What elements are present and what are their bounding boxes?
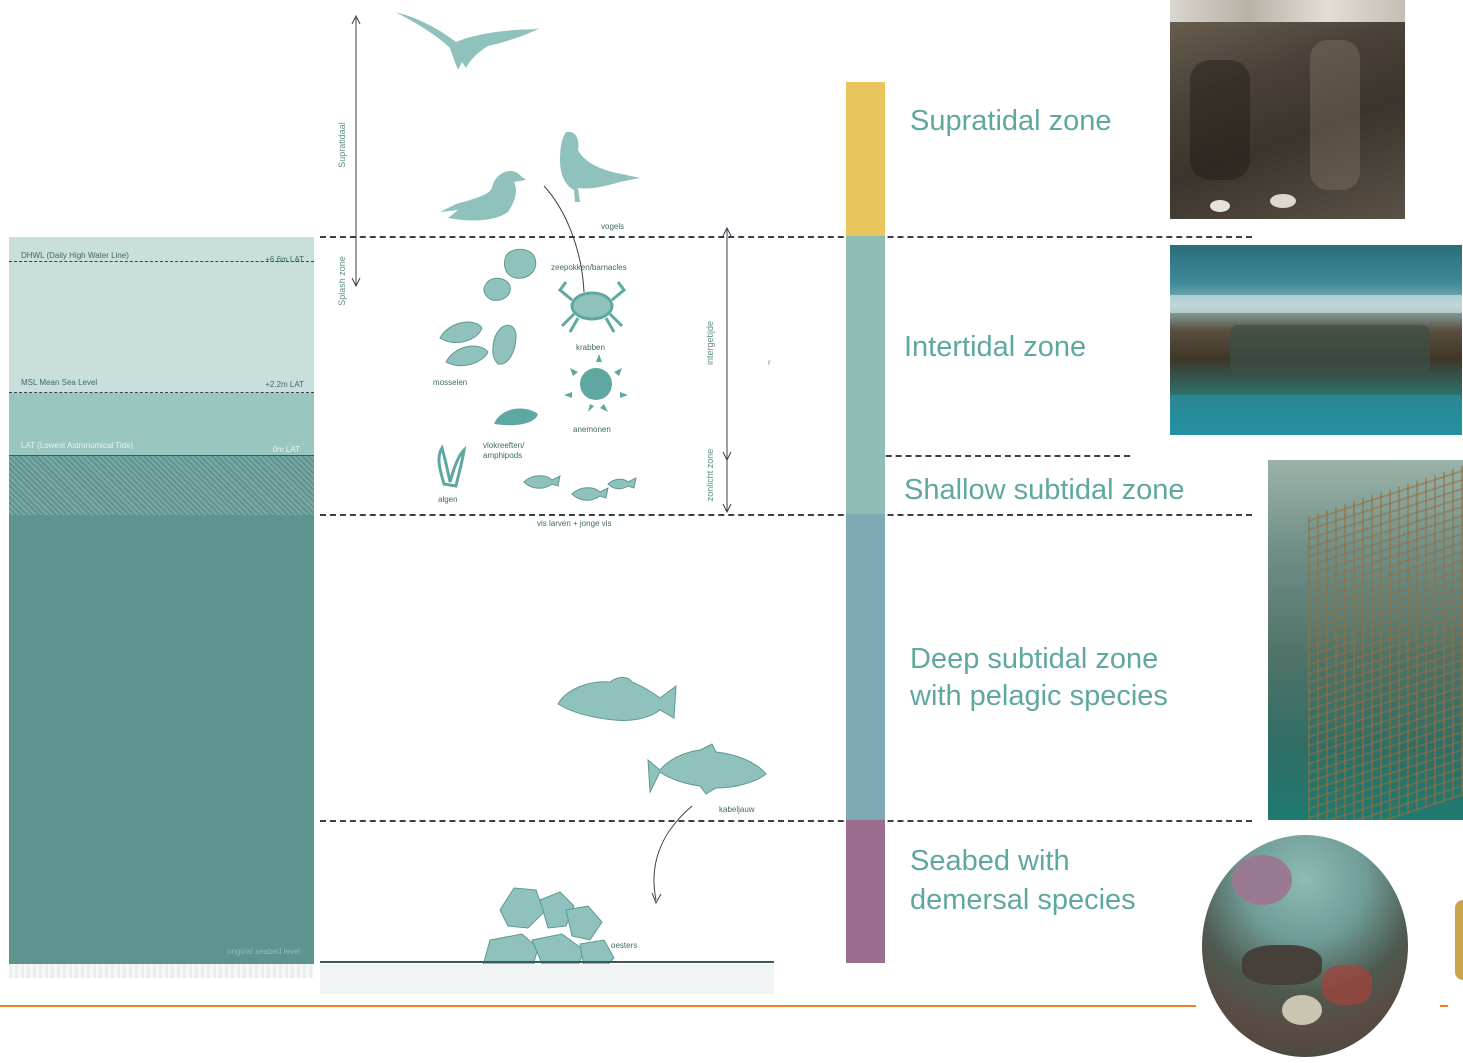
water-layer-hatched: [9, 456, 314, 515]
label-mosselen: mosselen: [433, 378, 468, 387]
water-layer-intertidal-upper: [9, 237, 314, 393]
cliff-with-seabirds-photo: [1170, 0, 1405, 219]
label-zeepokken: zeepokken/barnacles: [551, 263, 627, 272]
barnacles-icon: [483, 248, 537, 301]
bass-fish-icon: [557, 677, 677, 721]
label-vlokreeften-2: amphipods: [483, 451, 523, 460]
seabed-texture-center: [320, 964, 774, 994]
boundary-supratidal-intertidal: [320, 236, 1252, 238]
footer-accent-line: [0, 1005, 1196, 1007]
water-column: DHWL (Daily High Water Line) +6.6m LAT M…: [9, 237, 314, 964]
boundary-shallow-deep: [320, 514, 1252, 516]
label-oesters: oesters: [611, 941, 638, 950]
boundary-deep-seabed: [320, 820, 1252, 822]
intergetijde-label: intergetijde: [705, 320, 715, 366]
supratidaal-label: Supratidaal: [337, 122, 347, 168]
msl-label: MSL Mean Sea Level: [21, 378, 98, 387]
mussels-icon: [439, 321, 517, 367]
small-fish-icons: [523, 475, 637, 501]
label-vislarven: vis larven + jonge vis: [537, 519, 612, 528]
supratidal-zone-label: Supratidal zone: [910, 105, 1112, 137]
seabed-texture-left: [9, 964, 314, 978]
footer-accent-line-right: [1440, 1005, 1448, 1007]
zone-bar-intertidal: [846, 236, 885, 455]
intertidal-zone-label: Intertidal zone: [904, 331, 1087, 363]
lat-line: [9, 455, 314, 456]
dhwl-value: +6.6m LAT: [265, 255, 304, 264]
water-layer-deep: [9, 515, 314, 964]
zone-bar-deep: [846, 514, 885, 820]
dhwl-label: DHWL (Daily High Water Line): [21, 251, 129, 260]
boundary-intertidal-shallow: [846, 455, 1130, 457]
anemone-icon: [564, 354, 628, 412]
msl-line: [9, 392, 314, 393]
dhwl-line: [9, 261, 314, 262]
zone-bar-supratidal: [846, 82, 885, 236]
seabed-zone-label-1: Seabed with: [910, 845, 1070, 877]
splash-zone-label: Splash zone: [337, 256, 347, 306]
standing-gull-right-icon: [560, 131, 640, 202]
zone-bar-shallow: [846, 455, 885, 514]
stray-r-label: r: [768, 358, 771, 367]
deep-subtidal-zone-label-2: with pelagic species: [910, 680, 1168, 712]
seabed-species-photo: [1202, 835, 1408, 1057]
water-layer-intertidal-lower: [9, 393, 314, 456]
zone-bar: [846, 82, 885, 963]
lat-label: LAT (Lowest Astronomical Tide): [21, 441, 134, 450]
label-algen: algen: [438, 495, 458, 504]
zone-bar-seabed: [846, 820, 885, 963]
msl-value: +2.2m LAT: [265, 380, 304, 389]
label-kabeljauw: kabeljauw: [719, 805, 755, 814]
cod-fish-icon: [647, 743, 767, 795]
underwater-reef-structure-photo: [1268, 460, 1463, 820]
label-krabben: krabben: [576, 343, 605, 352]
crab-icon: [557, 281, 627, 333]
label-vogels: vogels: [601, 222, 625, 231]
amphipod-icon: [494, 408, 538, 426]
label-anemonen: anemonen: [573, 425, 611, 434]
standing-gull-left-icon: [440, 170, 526, 221]
rocky-shore-photo: [1170, 245, 1462, 435]
seabed-photo-edge-fragment: [1455, 900, 1463, 980]
label-vlokreeften-1: vlokreeften/: [483, 441, 525, 450]
lat-value: 0m LAT: [272, 445, 300, 454]
seabed-level-label: original seabed level: [227, 947, 300, 956]
seabed-zone-label-2: demersal species: [910, 884, 1136, 916]
shallow-subtidal-zone-label: Shallow subtidal zone: [904, 474, 1185, 506]
deep-subtidal-zone-label-1: Deep subtidal zone: [910, 643, 1159, 675]
zonlicht-zone-label: zonlicht zone: [705, 448, 715, 502]
algae-icon: [437, 444, 467, 488]
flying-gull-icon: [395, 12, 540, 70]
